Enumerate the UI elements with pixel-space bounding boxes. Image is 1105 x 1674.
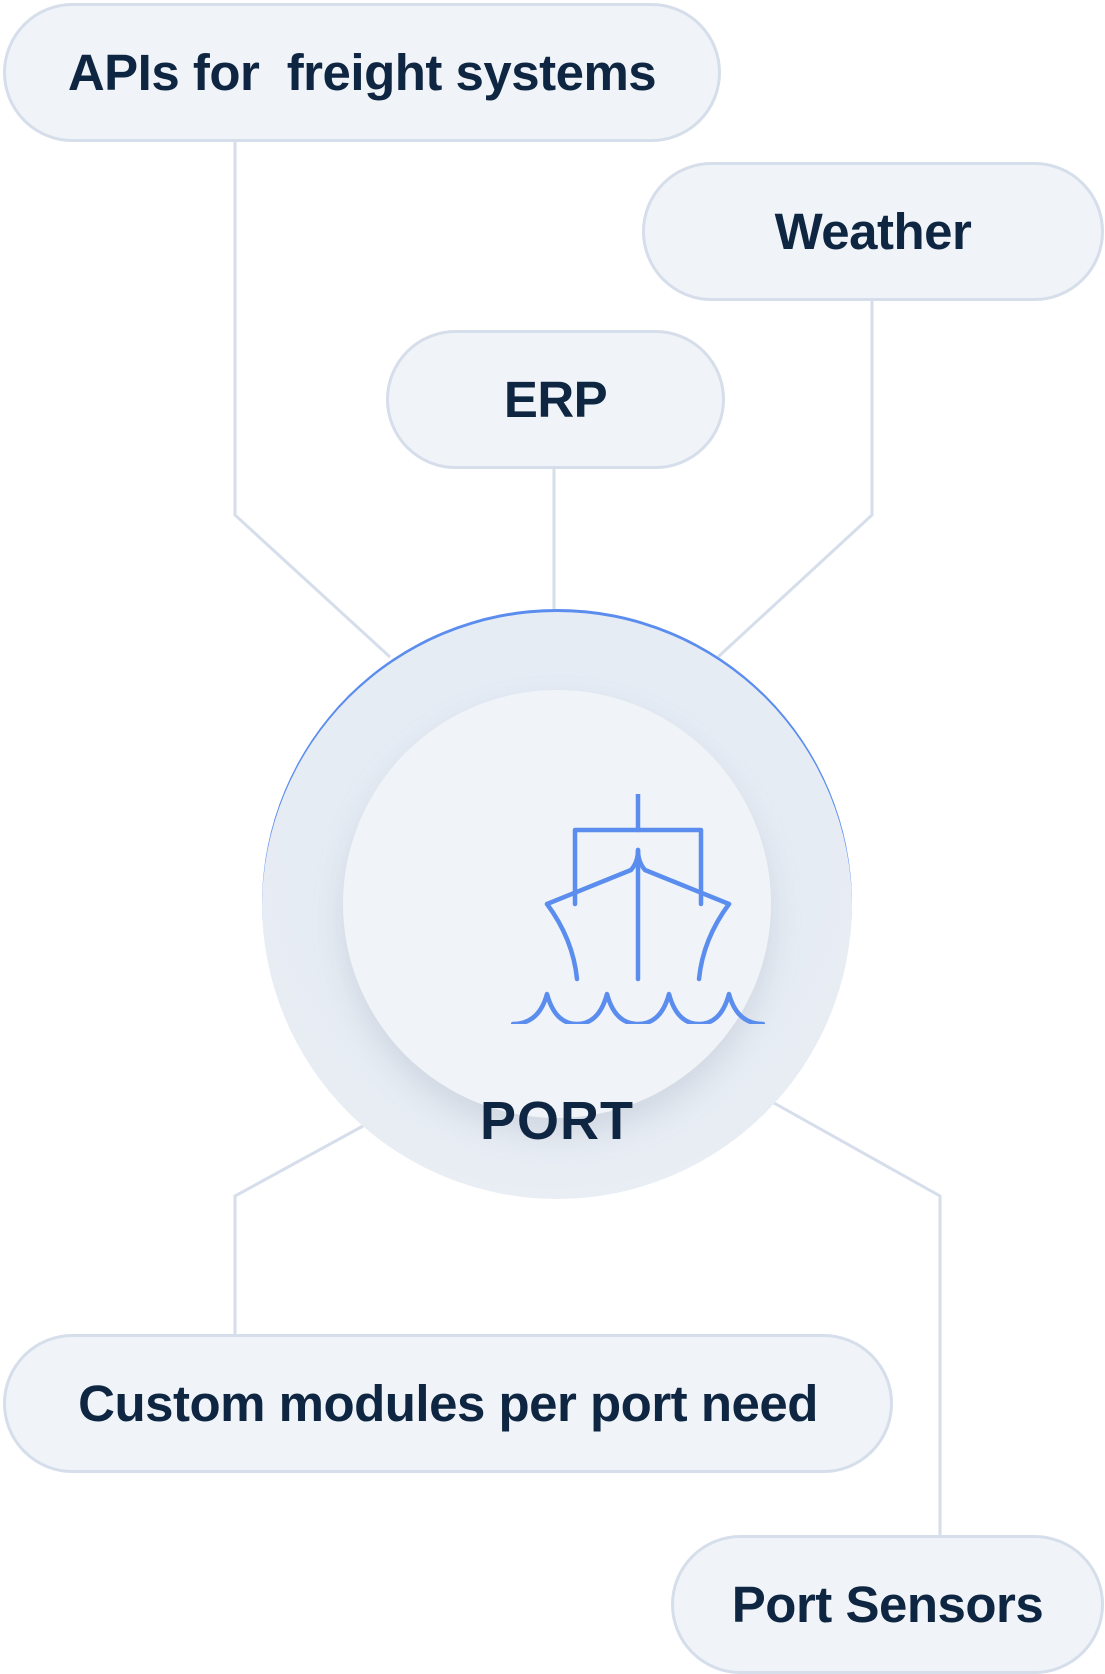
- node-label: ERP: [503, 371, 608, 428]
- node-erp: ERP: [386, 330, 725, 469]
- connector-port-sensors: [773, 1101, 942, 1538]
- node-custom-modules: Custom modules per port need: [3, 1334, 893, 1473]
- node-label: APIs for freight systems: [67, 44, 657, 101]
- port-hub-inner: PORT: [343, 690, 771, 1151]
- node-label: Weather: [774, 203, 972, 260]
- node-label: Custom modules per port need: [78, 1375, 818, 1432]
- node-port-sensors: Port Sensors: [671, 1535, 1104, 1674]
- connector-custom-modules: [233, 1124, 364, 1337]
- node-apis-freight-systems: APIs for freight systems: [3, 3, 721, 142]
- connector-weather: [716, 300, 874, 659]
- ship-icon: [511, 794, 765, 1024]
- node-weather: Weather: [642, 162, 1104, 301]
- hub-label: PORT: [479, 1091, 634, 1151]
- connector-apis: [233, 140, 392, 659]
- node-label: Port Sensors: [731, 1576, 1044, 1633]
- port-hub: PORT: [262, 609, 852, 1199]
